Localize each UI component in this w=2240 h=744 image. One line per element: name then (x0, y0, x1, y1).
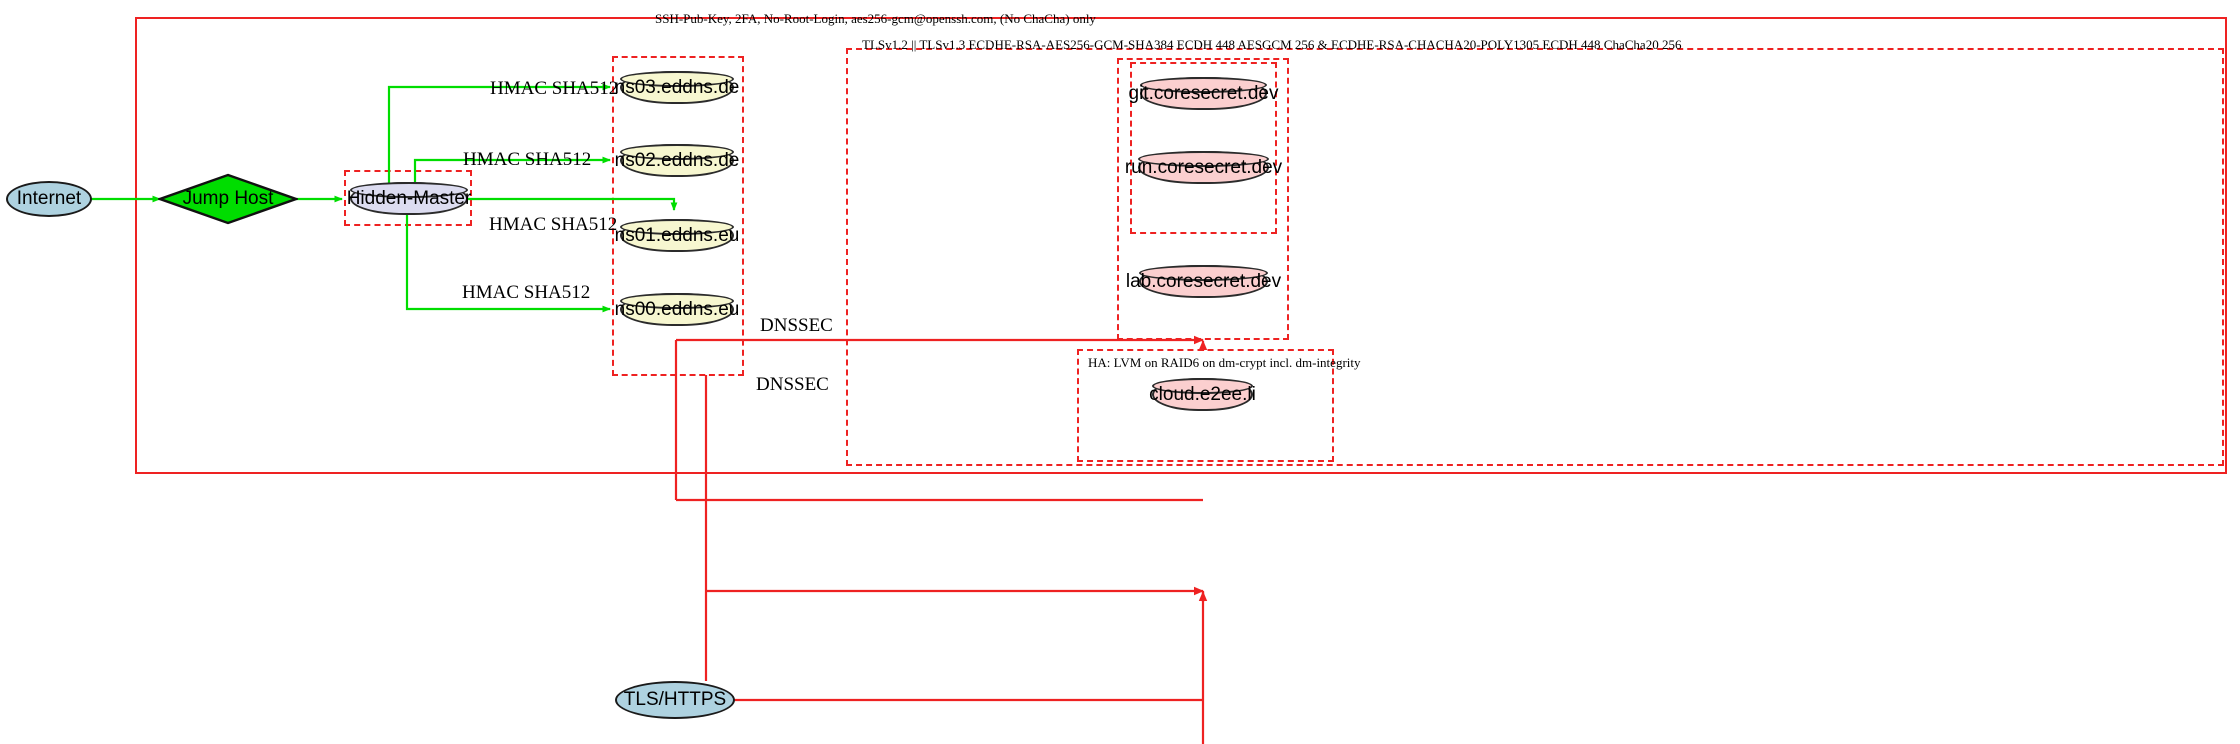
node-git-coresecret-label: git.coresecret.dev (1128, 82, 1279, 104)
node-hidden-master[interactable]: Hidden-Master (347, 182, 471, 215)
edge-hidden-master-to-ns00 (405, 214, 611, 313)
node-ns01-label: ns01.eddns.eu (614, 224, 740, 246)
edge-label-hmac-ns02: HMAC SHA512 (463, 149, 592, 170)
edge-dnssec-upper (674, 335, 1208, 502)
node-jump-host-label: Jump Host (182, 188, 274, 209)
edge-label-hmac-ns00: HMAC SHA512 (462, 282, 591, 303)
node-run-coresecret-label: run.coresecret.dev (1124, 156, 1283, 178)
node-lab-coresecret-label: lab.coresecret.dev (1125, 270, 1282, 292)
cluster-tls-boundary-label: TLSv1.2 || TLSv1.3 ECDHE-RSA-AES256-GCM-… (862, 37, 1682, 52)
node-ns03-label: ns03.eddns.de (614, 76, 740, 98)
node-hidden-master-label: Hidden-Master (346, 187, 472, 209)
cluster-ha-storage-label: HA: LVM on RAID6 on dm-crypt incl. dm-in… (1088, 355, 1361, 370)
edge-hidden-master-to-ns01 (468, 197, 678, 211)
node-ns02[interactable]: ns02.eddns.de (615, 144, 739, 177)
node-run-coresecret[interactable]: run.coresecret.dev (1125, 151, 1282, 184)
node-lab-coresecret[interactable]: lab.coresecret.dev (1126, 265, 1281, 298)
cluster-dns-servers (612, 56, 744, 376)
edge-hidden-master-to-ns03 (387, 83, 611, 185)
node-ns03[interactable]: ns03.eddns.de (615, 71, 739, 104)
node-ns00[interactable]: ns00.eddns.eu (615, 293, 739, 326)
edge-tls-https-links (704, 591, 1205, 744)
node-jump-host[interactable]: Jump Host (158, 173, 298, 225)
edge-hidden-master-to-ns02 (413, 156, 611, 186)
diamond-shape (158, 173, 298, 225)
node-tls-https[interactable]: TLS/HTTPS (615, 681, 735, 719)
node-ns02-label: ns02.eddns.de (614, 149, 740, 171)
edge-label-hmac-ns01: HMAC SHA512 (489, 214, 618, 235)
cluster-coresecret-inner (1130, 62, 1277, 234)
edge-label-dnssec-upper: DNSSEC (760, 315, 833, 336)
node-cloud-e2ee[interactable]: cloud.e2ee.li (1149, 378, 1256, 411)
edge-label-dnssec-lower: DNSSEC (756, 374, 829, 395)
edge-dnssec-lower (704, 375, 1208, 602)
cluster-ha-storage (1077, 349, 1334, 462)
node-cloud-e2ee-label: cloud.e2ee.li (1149, 383, 1256, 405)
edge-label-hmac-ns03: HMAC SHA512 (490, 78, 619, 99)
node-git-coresecret[interactable]: git.coresecret.dev (1129, 77, 1278, 110)
node-internet-label: Internet (16, 188, 82, 209)
cluster-tls-boundary (846, 48, 2224, 466)
node-tls-https-label: TLS/HTTPS (623, 689, 727, 710)
node-ns01[interactable]: ns01.eddns.eu (615, 219, 739, 252)
node-ns00-label: ns00.eddns.eu (614, 298, 740, 320)
cluster-ssh-boundary (135, 17, 2227, 474)
node-internet[interactable]: Internet (6, 181, 92, 217)
cluster-ssh-boundary-label: SSH-Pub-Key, 2FA, No-Root-Login, aes256-… (655, 11, 1096, 26)
